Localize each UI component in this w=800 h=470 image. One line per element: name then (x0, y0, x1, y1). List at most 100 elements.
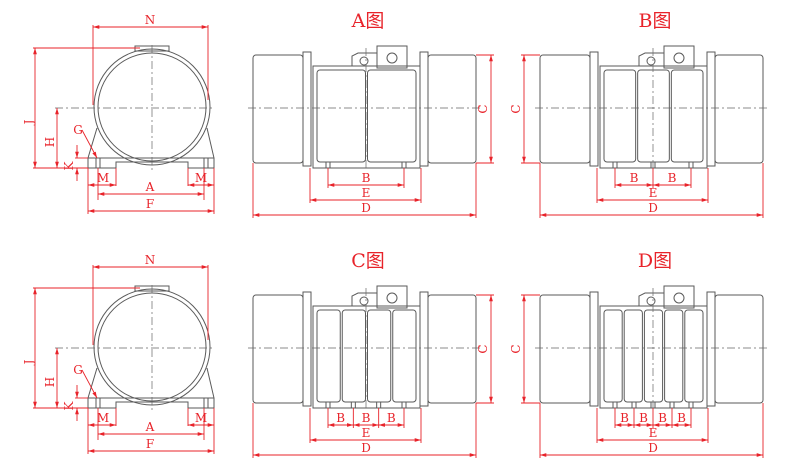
d-label: D (361, 441, 371, 455)
lifting-eye (638, 292, 665, 306)
g-label: G (73, 363, 83, 377)
b-label: B (668, 171, 677, 185)
left-end-cap (252, 54, 304, 164)
motor-body (599, 305, 708, 409)
cable-gland-icon (673, 292, 685, 304)
b-label: B (630, 171, 639, 185)
h-label: H (43, 137, 57, 147)
body-compartment (316, 309, 341, 403)
b-label: B (362, 411, 371, 425)
base-housing (87, 367, 215, 409)
right-end-cap (427, 54, 477, 164)
body-compartment (603, 309, 623, 403)
terminal-box (663, 285, 695, 309)
j-label: J (22, 119, 36, 126)
g-leader (81, 369, 98, 399)
body-compartment (684, 309, 704, 403)
e-label: E (649, 426, 658, 440)
e-label: E (362, 426, 371, 440)
b-label: B (336, 411, 345, 425)
k-label: K (62, 400, 76, 410)
j-label: J (22, 359, 36, 366)
cable-gland-icon (386, 292, 398, 304)
c-label: C (476, 344, 490, 353)
base-housing (87, 127, 215, 169)
a-label: A (145, 420, 155, 434)
body-compartment (316, 69, 366, 163)
a-label: A (145, 180, 155, 194)
c-label: C (509, 344, 523, 353)
e-label: E (362, 186, 371, 200)
right-end-cap (714, 54, 764, 164)
terminal-box (663, 45, 695, 69)
b-label: B (387, 411, 396, 425)
c-label: C (509, 104, 523, 113)
right-flange (706, 291, 716, 407)
lifting-eye (351, 52, 378, 66)
k-label: K (62, 160, 76, 170)
left-end-cap (252, 294, 304, 404)
e-label: E (649, 186, 658, 200)
n-label: N (145, 13, 156, 27)
body-compartment (664, 309, 684, 403)
view-title: A图 (351, 10, 385, 32)
front-view-1: N J H K G M M AF (22, 13, 215, 214)
side-view-1: A图 BED C (248, 10, 494, 218)
terminal-box (376, 45, 408, 69)
body-compartment (643, 309, 664, 403)
motor-body (312, 305, 421, 409)
h-label: H (43, 377, 57, 387)
left-flange (589, 291, 599, 407)
c-label: C (476, 104, 490, 113)
n-label: N (145, 253, 156, 267)
d-label: D (361, 201, 371, 215)
view-title: C图 (351, 250, 385, 272)
cable-gland-icon (673, 52, 685, 64)
body-compartment (367, 69, 417, 163)
b-label: B (677, 411, 686, 425)
left-flange (589, 51, 599, 167)
lifting-eye-hole (646, 56, 656, 66)
body-compartment (637, 69, 670, 163)
view-title: B图 (639, 10, 672, 32)
g-leader (81, 129, 98, 159)
motor-body (312, 65, 421, 169)
m-label-right: M (195, 171, 207, 185)
body-compartment (670, 69, 704, 163)
right-flange (419, 51, 429, 167)
m-label-right: M (195, 411, 207, 425)
lifting-eye-hole (359, 56, 369, 66)
left-end-cap (539, 294, 591, 404)
m-label-left: M (97, 411, 109, 425)
lifting-eye (351, 292, 378, 306)
b-label: B (362, 171, 371, 185)
body-compartment (341, 309, 366, 403)
m-label-left: M (97, 171, 109, 185)
f-label: F (146, 437, 154, 451)
lifting-eye-hole (359, 296, 369, 306)
right-flange (419, 291, 429, 407)
right-flange (706, 51, 716, 167)
terminal-box (376, 285, 408, 309)
d-label: D (648, 201, 658, 215)
body-compartment (392, 309, 417, 403)
g-label: G (73, 123, 83, 137)
lifting-eye-hole (646, 296, 656, 306)
right-end-cap (427, 294, 477, 404)
side-view-2: B图 B BED C (509, 10, 767, 218)
f-label: F (146, 197, 154, 211)
cable-gland-icon (386, 52, 398, 64)
left-end-cap (539, 54, 591, 164)
view-title: D图 (638, 250, 672, 272)
b-label: B (658, 411, 667, 425)
body-compartment (367, 309, 392, 403)
left-flange (302, 291, 312, 407)
b-label: B (639, 411, 648, 425)
d-label: D (648, 441, 658, 455)
motor-body (599, 65, 708, 169)
b-label: B (620, 411, 629, 425)
